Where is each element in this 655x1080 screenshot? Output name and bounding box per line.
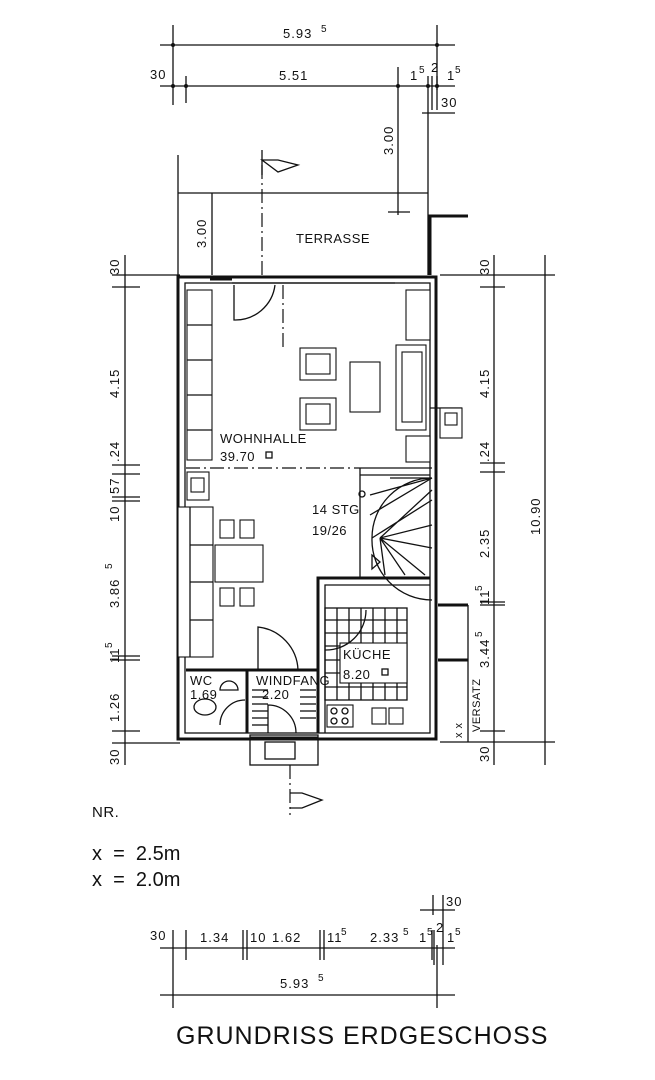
- entry-arrow-flag-icon: [290, 792, 324, 809]
- svg-text:30: 30: [107, 749, 122, 765]
- north-arrow-flag-icon: [260, 159, 301, 173]
- entrance: [249, 734, 324, 815]
- svg-text:5: 5: [341, 927, 347, 938]
- svg-text:5: 5: [455, 927, 461, 938]
- svg-text:5.51: 5.51: [279, 68, 308, 83]
- svg-text:1.26: 1.26: [107, 693, 122, 722]
- svg-text:3.44: 3.44: [477, 639, 492, 668]
- windfang-area: 2.20: [262, 687, 289, 702]
- stairs-steps: 14 STG: [312, 502, 360, 517]
- height-note-2: x = 2.0m: [92, 869, 180, 891]
- svg-text:x x: x x: [453, 722, 465, 738]
- svg-text:3.00: 3.00: [194, 219, 209, 248]
- wc-label: WC: [190, 673, 213, 688]
- svg-text:1: 1: [447, 930, 455, 945]
- dim-bottom-total: 5.93: [280, 976, 309, 991]
- svg-text:30: 30: [446, 894, 462, 909]
- kitchen: KÜCHE 8.20: [316, 576, 430, 733]
- svg-text:30: 30: [150, 928, 166, 943]
- svg-text:5: 5: [403, 927, 409, 938]
- svg-text:.24: .24: [477, 441, 492, 462]
- svg-text:11: 11: [327, 930, 343, 945]
- svg-text:57: 57: [107, 478, 122, 494]
- svg-text:30: 30: [477, 746, 492, 762]
- svg-text:2.35: 2.35: [477, 529, 492, 558]
- svg-text:5: 5: [427, 927, 433, 938]
- svg-text:5: 5: [104, 642, 115, 648]
- terrace: 3.00 3.00 TERRASSE: [177, 126, 468, 275]
- svg-text:3.00: 3.00: [381, 126, 396, 155]
- svg-text:30: 30: [150, 67, 166, 82]
- svg-text:5: 5: [419, 65, 425, 76]
- svg-text:11: 11: [477, 590, 492, 606]
- svg-text:1: 1: [447, 68, 455, 83]
- svg-text:11: 11: [107, 648, 122, 664]
- svg-text:5: 5: [318, 973, 324, 984]
- svg-text:5: 5: [455, 65, 461, 76]
- windfang-label: WINDFANG: [256, 673, 330, 688]
- svg-text:1.34: 1.34: [200, 930, 229, 945]
- wc-windfang: WC 1.69 WINDFANG 2.20: [186, 626, 330, 734]
- svg-text:2.33: 2.33: [370, 930, 399, 945]
- svg-text:1: 1: [419, 930, 427, 945]
- svg-text:5: 5: [474, 585, 485, 591]
- bottom-dimensions: 30 1.34 10 1.62 11 5 2.33 5 1 5 2 1 5 30…: [150, 894, 462, 1008]
- svg-text:2: 2: [436, 920, 444, 935]
- left-dimensions: 30 4.15 .24 57 10 3.86 5 11 5 1.26 30: [104, 255, 180, 765]
- svg-text:1.62: 1.62: [272, 930, 301, 945]
- svg-text:5: 5: [474, 631, 485, 637]
- right-dimensions: 30 4.15 .24 2.35 11 5 3.44 5 30 10.90 VE…: [440, 255, 555, 765]
- height-note-1: x = 2.5m: [92, 843, 180, 865]
- svg-text:30: 30: [477, 259, 492, 275]
- svg-text:30: 30: [441, 95, 457, 110]
- svg-text:VERSATZ: VERSATZ: [471, 679, 483, 732]
- stairs-ratio: 19/26: [312, 523, 347, 538]
- kitchen-area: 8.20: [343, 667, 370, 682]
- living-furniture: WOHNHALLE 39.70: [177, 289, 431, 658]
- right-total: 10.90: [528, 497, 543, 535]
- living-room-area: 39.70: [220, 449, 255, 464]
- svg-text:30: 30: [107, 259, 122, 275]
- living-room-label: WOHNHALLE: [220, 431, 307, 446]
- svg-text:3.86: 3.86: [107, 579, 122, 608]
- staircase: 14 STG 19/26: [312, 467, 433, 601]
- svg-text:5: 5: [321, 24, 327, 35]
- svg-text:4.15: 4.15: [477, 369, 492, 398]
- svg-text:5: 5: [104, 563, 115, 569]
- dim-top-total: 5.93: [283, 26, 312, 41]
- svg-text:1: 1: [410, 68, 418, 83]
- svg-text:2: 2: [431, 60, 439, 75]
- plan-title: GRUNDRISS ERDGESCHOSS: [176, 1022, 548, 1050]
- svg-text:10: 10: [250, 930, 266, 945]
- kitchen-label: KÜCHE: [343, 647, 391, 662]
- wc-area: 1.69: [190, 687, 217, 702]
- top-dimensions: 5.93 5 30 5.51 1 5 2 1 5 30: [150, 24, 461, 275]
- svg-text:.24: .24: [107, 441, 122, 462]
- svg-text:4.15: 4.15: [107, 369, 122, 398]
- svg-text:10: 10: [107, 506, 122, 522]
- number-label: NR.: [92, 804, 119, 821]
- terrace-label: TERRASSE: [296, 231, 370, 246]
